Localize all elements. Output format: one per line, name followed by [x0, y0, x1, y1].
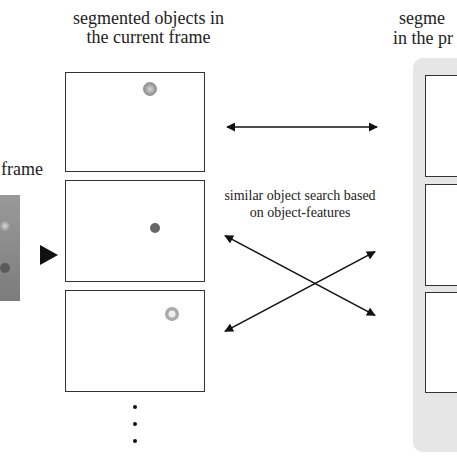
image-object [0, 263, 10, 273]
match-arrow [225, 252, 375, 332]
match-arrow [227, 126, 377, 128]
object-frame [65, 72, 205, 172]
search-note: similar object search based on object-fe… [224, 186, 376, 222]
ellipsis-dot [133, 422, 137, 426]
match-arrow [225, 236, 375, 316]
object-frame [425, 184, 457, 286]
column-heading: in the pr [393, 29, 453, 48]
ellipsis-dot [133, 405, 137, 409]
object-frame [65, 290, 205, 392]
previous-frame-panel [413, 58, 457, 452]
segmented-object [144, 83, 157, 96]
ellipsis-dot [133, 439, 137, 443]
object-frame [425, 292, 457, 393]
segmented-object [150, 223, 160, 233]
segmented-object [169, 311, 176, 318]
column-heading: segme [399, 9, 445, 28]
column-heading: segmented objects in the current frame [66, 9, 231, 47]
object-frame [425, 75, 457, 177]
object-frame [65, 180, 205, 282]
image-object [0, 220, 11, 232]
segmented-object [165, 307, 179, 321]
frame-label: frame [1, 159, 43, 179]
input-arrow [40, 245, 58, 265]
frame-image [0, 195, 20, 301]
